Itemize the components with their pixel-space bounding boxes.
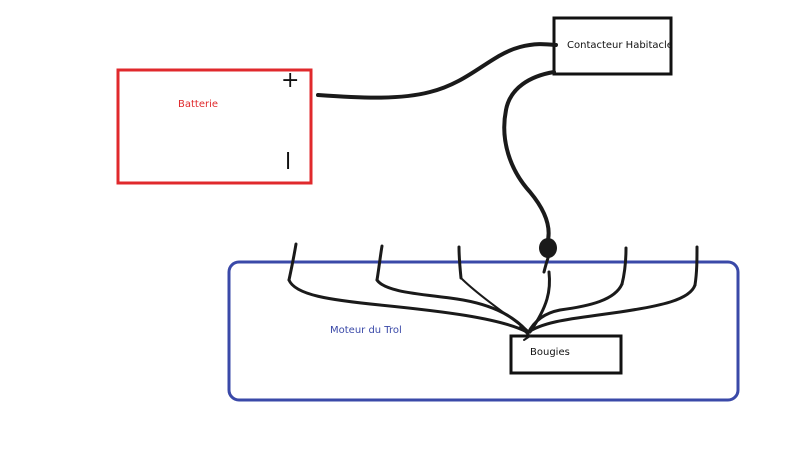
bougies-box <box>509 334 623 375</box>
distributeur-node <box>539 238 557 258</box>
lead-4-stub <box>542 256 550 274</box>
lead-3-stub <box>457 245 463 280</box>
bougies-label: Bougies <box>530 347 570 358</box>
wire-contacteur-distributeur <box>502 70 556 246</box>
lead-2-stub <box>375 244 384 282</box>
batterie-box <box>116 68 313 185</box>
lead-6-stub <box>693 245 699 287</box>
lead-1-stub <box>287 242 298 282</box>
wire-batterie-contacteur <box>316 42 558 100</box>
lead-5 <box>526 282 624 335</box>
lead-5-stub <box>620 246 628 286</box>
batterie-label: Batterie <box>178 99 219 110</box>
lead-1 <box>287 278 529 334</box>
lead-6 <box>525 283 697 335</box>
contacteur-label: Contacteur Habitacle <box>567 40 673 51</box>
lead-3 <box>460 277 528 331</box>
lead-convergence <box>519 326 532 341</box>
minus-terminal: l <box>285 150 292 175</box>
plus-terminal: + <box>281 68 300 93</box>
moteur-box <box>227 260 740 402</box>
moteur-label: Moteur du Trol <box>330 325 402 336</box>
